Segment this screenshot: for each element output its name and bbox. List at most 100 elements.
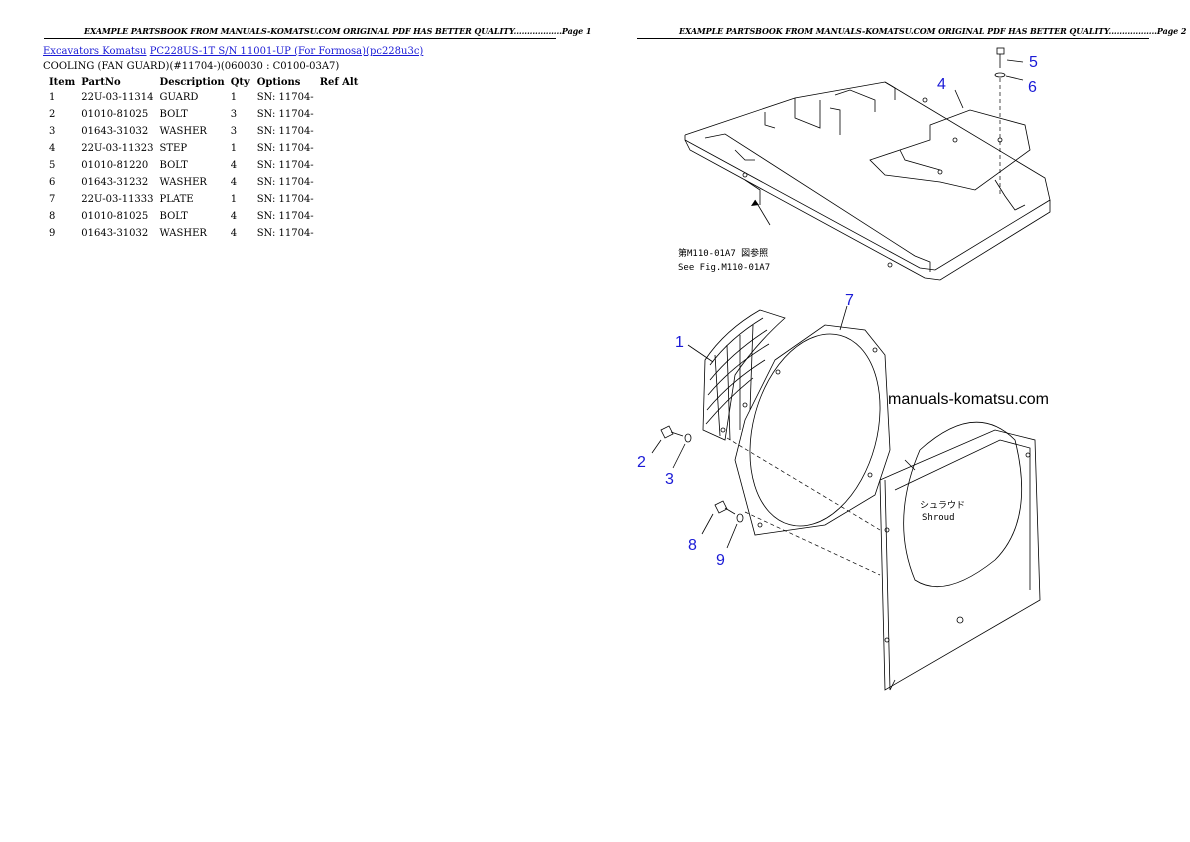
cell-options: SN: 11704- bbox=[256, 109, 314, 120]
cell-partno: 01643-31232 bbox=[81, 177, 149, 188]
callout-9: 9 bbox=[716, 552, 725, 569]
callout-6: 6 bbox=[1028, 79, 1037, 96]
table-row: 8 01010-81025 BOLT 4 SN: 11704- bbox=[46, 211, 361, 228]
cell-item: 9 bbox=[49, 228, 56, 239]
table-row: 7 22U-03-11333 PLATE 1 SN: 11704- bbox=[46, 194, 361, 211]
cell-partno: 01010-81025 bbox=[81, 109, 149, 120]
watermark-text: manuals-komatsu.com bbox=[888, 391, 1049, 408]
cell-options: SN: 11704- bbox=[256, 126, 314, 137]
fan-plate bbox=[734, 324, 891, 536]
align-line bbox=[726, 437, 881, 531]
col-qty: Qty bbox=[230, 77, 250, 88]
cell-qty: 1 bbox=[230, 194, 238, 205]
page-1: EXAMPLE PARTSBOOK FROM MANUALS-KOMATSU.C… bbox=[43, 26, 592, 245]
bolt-and-washer bbox=[994, 47, 1024, 195]
cell-options: SN: 11704- bbox=[256, 228, 314, 239]
callout-5: 5 bbox=[1029, 54, 1038, 71]
callout-8: 8 bbox=[688, 537, 697, 554]
header-rule bbox=[44, 38, 556, 39]
ref-text-en: See Fig.M110-01A7 bbox=[678, 263, 770, 273]
cell-ref-alt bbox=[317, 143, 362, 160]
cell-item: 2 bbox=[49, 109, 56, 120]
cell-item: 6 bbox=[49, 177, 56, 188]
cell-ref-alt bbox=[317, 126, 362, 143]
cell-qty: 3 bbox=[230, 126, 238, 137]
leader-1 bbox=[687, 344, 714, 363]
leader-8 bbox=[701, 513, 714, 535]
cell-ref-alt bbox=[317, 228, 362, 245]
callout-1: 1 bbox=[675, 334, 684, 351]
parts-diagram: 第M110-01A7 図参照 See Fig.M110-01A7 bbox=[637, 47, 1051, 691]
ref-text-jp: 第M110-01A7 図参照 bbox=[678, 247, 768, 259]
bolt-2-3 bbox=[660, 425, 692, 443]
shroud-label-en: Shroud bbox=[922, 513, 955, 523]
cell-qty: 4 bbox=[230, 211, 238, 222]
cell-item: 7 bbox=[49, 194, 56, 205]
callout-2: 2 bbox=[637, 454, 646, 471]
shroud-label-jp: シュラウド bbox=[920, 500, 965, 511]
cell-options: SN: 11704- bbox=[256, 194, 314, 205]
cell-description: BOLT bbox=[159, 211, 188, 222]
callout-7: 7 bbox=[845, 292, 854, 309]
cell-ref-alt bbox=[317, 177, 362, 194]
cell-partno: 01643-31032 bbox=[81, 126, 149, 137]
cell-qty: 3 bbox=[230, 109, 238, 120]
table-row: 1 22U-03-11314 GUARD 1 SN: 11704- bbox=[46, 92, 361, 109]
cell-item: 1 bbox=[49, 92, 56, 103]
col-partno: PartNo bbox=[81, 77, 121, 88]
callout-3: 3 bbox=[665, 471, 674, 488]
header-rule bbox=[637, 38, 1149, 39]
cell-options: SN: 11704- bbox=[256, 211, 314, 222]
cell-description: PLATE bbox=[159, 194, 194, 205]
cell-partno: 22U-03-11314 bbox=[81, 92, 154, 103]
table-row: 2 01010-81025 BOLT 3 SN: 11704- bbox=[46, 109, 361, 126]
leader-3 bbox=[672, 443, 686, 469]
cell-item: 5 bbox=[49, 160, 56, 171]
fan-guard bbox=[702, 309, 786, 441]
cell-ref-alt bbox=[317, 211, 362, 228]
page-2: EXAMPLE PARTSBOOK FROM MANUALS-KOMATSU.C… bbox=[595, 0, 1190, 842]
align-line bbox=[744, 511, 881, 576]
table-row: 4 22U-03-11323 STEP 1 SN: 11704- bbox=[46, 143, 361, 160]
cell-options: SN: 11704- bbox=[256, 92, 314, 103]
breadcrumb-link-model[interactable]: PC228US-1T S/N 11001-UP (For Formosa)(pc… bbox=[149, 46, 424, 57]
leader-7 bbox=[839, 305, 848, 331]
cell-description: BOLT bbox=[159, 109, 188, 120]
cell-qty: 1 bbox=[230, 92, 238, 103]
table-header-row: Item PartNo Description Qty Options Ref … bbox=[46, 77, 361, 92]
bolt-8-9 bbox=[714, 500, 744, 523]
table-row: 9 01643-31032 WASHER 4 SN: 11704- bbox=[46, 228, 361, 245]
parts-table: Item PartNo Description Qty Options Ref … bbox=[46, 77, 361, 245]
page-header: EXAMPLE PARTSBOOK FROM MANUALS-KOMATSU.C… bbox=[679, 26, 1187, 36]
cell-ref-alt bbox=[317, 160, 362, 177]
cell-ref-alt bbox=[317, 194, 362, 211]
breadcrumb-link-excavators[interactable]: Excavators Komatsu bbox=[43, 46, 147, 57]
cell-qty: 4 bbox=[230, 160, 238, 171]
cell-partno: 01010-81025 bbox=[81, 211, 149, 222]
cell-options: SN: 11704- bbox=[256, 160, 314, 171]
table-row: 5 01010-81220 BOLT 4 SN: 11704- bbox=[46, 160, 361, 177]
breadcrumb: Excavators Komatsu PC228US-1T S/N 11001-… bbox=[43, 46, 423, 57]
leader-4 bbox=[954, 89, 964, 109]
col-options: Options bbox=[256, 77, 301, 88]
cell-description: STEP bbox=[159, 143, 188, 154]
cell-ref-alt bbox=[317, 92, 362, 109]
col-description: Description bbox=[159, 77, 225, 88]
cell-partno: 01643-31032 bbox=[81, 228, 149, 239]
section-title: COOLING (FAN GUARD)(#11704-)(060030 : C0… bbox=[43, 61, 340, 72]
cell-description: WASHER bbox=[159, 228, 207, 239]
cell-options: SN: 11704- bbox=[256, 177, 314, 188]
callout-4: 4 bbox=[937, 76, 946, 93]
step-plate bbox=[869, 109, 1031, 191]
page-header: EXAMPLE PARTSBOOK FROM MANUALS-KOMATSU.C… bbox=[84, 26, 592, 36]
frame-assembly bbox=[684, 81, 1051, 281]
table-row: 6 01643-31232 WASHER 4 SN: 11704- bbox=[46, 177, 361, 194]
cell-item: 8 bbox=[49, 211, 56, 222]
cell-partno: 22U-03-11323 bbox=[81, 143, 154, 154]
table-row: 3 01643-31032 WASHER 3 SN: 11704- bbox=[46, 126, 361, 143]
cell-description: WASHER bbox=[159, 126, 207, 137]
cell-qty: 4 bbox=[230, 177, 238, 188]
cell-qty: 4 bbox=[230, 228, 238, 239]
cell-ref-alt bbox=[317, 109, 362, 126]
cell-partno: 22U-03-11333 bbox=[81, 194, 154, 205]
